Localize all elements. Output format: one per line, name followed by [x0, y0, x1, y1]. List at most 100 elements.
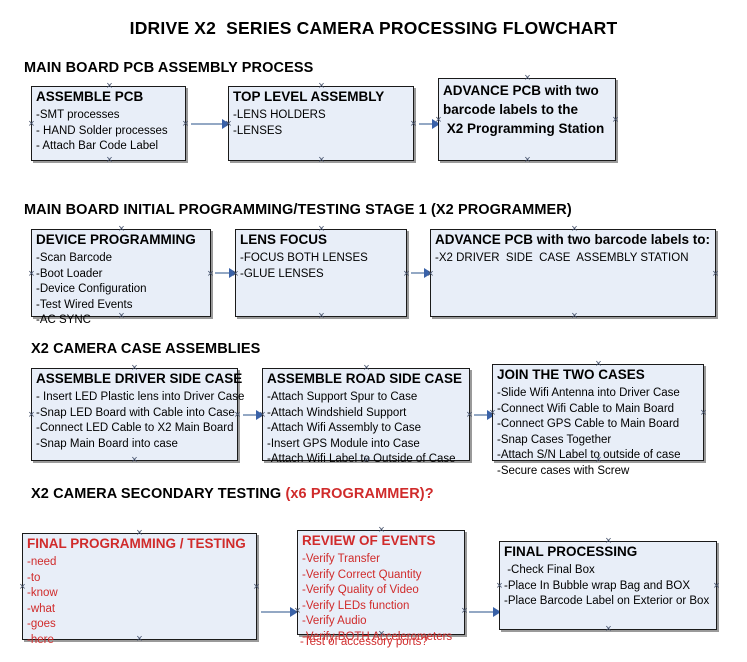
connector-handle-right[interactable]	[465, 411, 474, 420]
node-device-programming-line-4: -Test Wired Events	[36, 298, 133, 311]
connector-handle-top[interactable]	[135, 529, 144, 538]
node-device-programming[interactable]: DEVICE PROGRAMMING -Scan Barcode -Boot L…	[31, 229, 211, 326]
connector-review-of-events-to-final-processing	[469, 611, 498, 613]
node-final-programming-testing-line-4: -what	[27, 602, 56, 615]
node-final-programming-testing-line-1: -need	[27, 556, 57, 568]
node-assemble-road-side-case-title: ASSEMBLE ROAD SIDE CASE	[267, 371, 463, 386]
connector-handle-right[interactable]	[233, 411, 242, 420]
node-advance-pcb-programming-station-title: ADVANCE PCB with two barcode labels to t…	[443, 83, 605, 136]
node-advance-pcb-programming-station[interactable]: ADVANCE PCB with two barcode labels to t…	[438, 78, 616, 161]
connector-handle-left[interactable]	[27, 411, 36, 420]
node-review-of-events[interactable]: REVIEW OF EVENTS -Verify Transfer -Verif…	[297, 530, 465, 648]
connector-handle-left[interactable]	[27, 270, 36, 279]
connector-handle-top[interactable]	[117, 225, 126, 234]
connector-handle-left[interactable]	[258, 411, 267, 420]
node-final-processing-line-2: -Place In Bubble wrap Bag and BOX	[504, 579, 691, 592]
connector-handle-left[interactable]	[231, 270, 240, 279]
node-assemble-road-side-case[interactable]: ASSEMBLE ROAD SIDE CASE -Attach Support …	[262, 368, 470, 465]
connector-handle-right[interactable]	[712, 582, 721, 591]
connector-handle-top[interactable]	[317, 225, 326, 234]
section-heading-x2-camera-secondary-testing: X2 CAMERA SECONDARY TESTING (x6 PROGRAMM…	[31, 486, 434, 502]
node-final-programming-testing-line-3: -know	[27, 587, 58, 599]
connector-handle-right[interactable]	[181, 120, 190, 129]
connector-handle-right[interactable]	[611, 116, 620, 125]
connector-handle-left[interactable]	[224, 120, 233, 129]
connector-handle-left[interactable]	[18, 583, 27, 592]
connector-handle-left[interactable]	[495, 582, 504, 591]
connector-handle-bottom[interactable]	[377, 630, 386, 639]
node-final-processing-title: FINAL PROCESSING	[504, 544, 638, 559]
node-assemble-pcb-line-2: - HAND Solder processes	[36, 124, 168, 137]
connector-handle-bottom[interactable]	[135, 635, 144, 644]
node-join-the-two-cases-title: JOIN THE TWO CASES	[497, 367, 645, 382]
section-heading-main-board-initial-programming: MAIN BOARD INITIAL PROGRAMMING/TESTING S…	[24, 202, 572, 218]
connector-handle-right[interactable]	[699, 409, 708, 418]
connector-handle-bottom[interactable]	[594, 456, 603, 465]
node-advance-pcb-driver-side-station[interactable]: ADVANCE PCB with two barcode labels to: …	[430, 229, 716, 317]
connector-handle-bottom[interactable]	[362, 456, 371, 465]
node-assemble-driver-side-case-line-1: - Insert LED Plastic lens into Driver Ca…	[36, 391, 245, 403]
node-final-programming-testing-line-2: -to	[27, 571, 41, 584]
node-join-the-two-cases-line-4: -Snap Cases Together	[497, 433, 612, 446]
section-heading-accent: (x6 PROGRAMMER)?	[285, 486, 434, 502]
node-final-programming-testing-line-6: -here	[27, 633, 54, 646]
connector-handle-top[interactable]	[105, 82, 114, 91]
node-device-programming-line-2: -Boot Loader	[36, 267, 103, 280]
node-join-the-two-cases[interactable]: JOIN THE TWO CASES -Slide Wifi Antenna i…	[492, 364, 704, 477]
node-top-level-assembly-line-2: -LENSES	[233, 124, 283, 137]
node-lens-focus[interactable]: LENS FOCUS -FOCUS BOTH LENSES -GLUE LENS…	[235, 229, 407, 317]
connector-handle-top[interactable]	[594, 360, 603, 369]
connector-handle-bottom[interactable]	[523, 156, 532, 165]
node-assemble-road-side-case-line-1: -Attach Support Spur to Case	[267, 391, 418, 403]
connector-road-side-to-join-cases	[474, 414, 492, 416]
node-advance-pcb-driver-side-station-title: ADVANCE PCB with two barcode labels to:	[435, 232, 711, 247]
node-final-processing-line-1: -Check Final Box	[504, 564, 595, 576]
connector-handle-right[interactable]	[409, 120, 418, 129]
connector-handle-top[interactable]	[604, 537, 613, 546]
connector-handle-bottom[interactable]	[317, 156, 326, 165]
node-final-processing-line-3: -Place Barcode Label on Exterior or Box	[504, 595, 710, 607]
node-review-of-events-line-3: -Verify Quality of Video	[302, 584, 419, 596]
connector-handle-left[interactable]	[426, 270, 435, 279]
node-top-level-assembly[interactable]: TOP LEVEL ASSEMBLY -LENS HOLDERS -LENSES	[228, 86, 414, 161]
node-review-of-events-line-4: -Verify LEDs function	[302, 599, 410, 612]
node-assemble-road-side-case-line-3: -Attach Wifi Assembly to Case	[267, 422, 422, 434]
node-final-programming-testing[interactable]: FINAL PROGRAMMING / TESTING -need -to -k…	[22, 533, 257, 646]
node-assemble-pcb[interactable]: ASSEMBLE PCB -SMT processes - HAND Solde…	[31, 86, 186, 161]
connector-handle-top[interactable]	[317, 82, 326, 91]
connector-handle-bottom[interactable]	[570, 312, 579, 321]
connector-handle-top[interactable]	[570, 225, 579, 234]
node-assemble-road-side-case-line-4: -Insert GPS Module into Case	[267, 437, 420, 450]
connector-handle-right[interactable]	[402, 270, 411, 279]
connector-handle-bottom[interactable]	[117, 312, 126, 321]
node-assemble-driver-side-case[interactable]: ASSEMBLE DRIVER SIDE CASE - Insert LED P…	[31, 368, 245, 461]
connector-handle-top[interactable]	[523, 74, 532, 83]
node-assemble-driver-side-case-line-4: -Snap Main Board into case	[36, 437, 178, 450]
connector-handle-left[interactable]	[488, 409, 497, 418]
node-final-programming-testing-title: FINAL PROGRAMMING / TESTING	[27, 536, 246, 551]
node-top-level-assembly-title: TOP LEVEL ASSEMBLY	[233, 89, 385, 104]
node-device-programming-line-5: -AC SYNC	[36, 314, 91, 326]
node-final-programming-testing-line-5: -goes	[27, 618, 56, 630]
connector-handle-bottom[interactable]	[604, 625, 613, 634]
connector-handle-right[interactable]	[711, 270, 720, 279]
section-heading-main-board-pcb-assembly: MAIN BOARD PCB ASSEMBLY PROCESS	[24, 60, 314, 76]
node-join-the-two-cases-line-6: -Secure cases with Screw	[497, 464, 630, 477]
connector-driver-side-to-road-side	[243, 414, 261, 416]
connector-handle-top[interactable]	[130, 364, 139, 373]
connector-handle-left[interactable]	[434, 116, 443, 125]
connector-handle-left[interactable]	[27, 120, 36, 129]
connector-handle-bottom[interactable]	[130, 456, 139, 465]
connector-handle-bottom[interactable]	[317, 312, 326, 321]
connector-handle-top[interactable]	[362, 364, 371, 373]
node-final-processing[interactable]: FINAL PROCESSING -Check Final Box -Place…	[499, 541, 717, 630]
node-review-of-events-line-1: -Verify Transfer	[302, 553, 380, 565]
connector-handle-right[interactable]	[206, 270, 215, 279]
node-assemble-road-side-case-line-2: -Attach Windshield Support	[267, 406, 407, 419]
connector-handle-left[interactable]	[293, 607, 302, 616]
connector-handle-right[interactable]	[252, 583, 261, 592]
connector-handle-bottom[interactable]	[105, 156, 114, 165]
connector-handle-top[interactable]	[377, 526, 386, 535]
node-join-the-two-cases-line-3: -Connect GPS Cable to Main Board	[497, 418, 680, 430]
connector-handle-right[interactable]	[460, 607, 469, 616]
